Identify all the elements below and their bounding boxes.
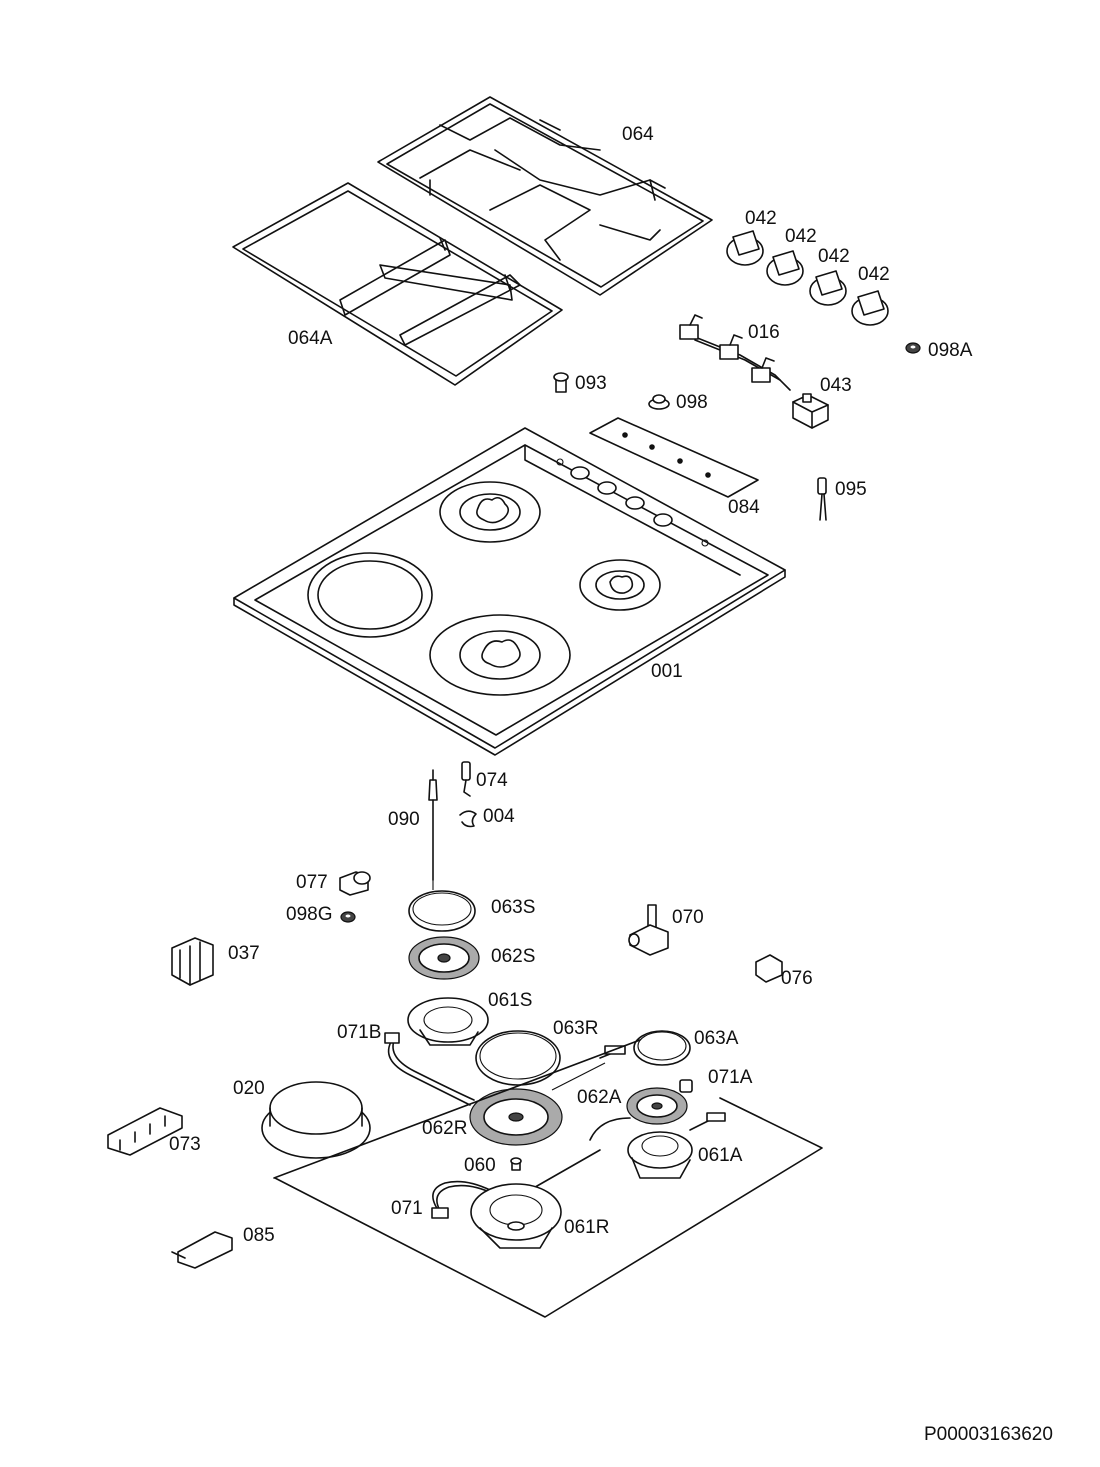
burner-base-061a-drawing bbox=[589, 1112, 726, 1179]
label-073: 073 bbox=[169, 1134, 201, 1155]
label-098g: 098G bbox=[286, 904, 332, 925]
label-071: 071 bbox=[391, 1198, 423, 1219]
label-060: 060 bbox=[464, 1155, 496, 1176]
label-042-4: 042 bbox=[858, 264, 890, 285]
label-042-2: 042 bbox=[785, 226, 817, 247]
label-077: 077 bbox=[296, 872, 328, 893]
hob-top-001-drawing bbox=[233, 427, 786, 756]
ignition-switch-016-drawing bbox=[679, 314, 791, 391]
label-063s: 063S bbox=[491, 897, 535, 918]
label-063a: 063A bbox=[694, 1028, 739, 1049]
label-071b: 071B bbox=[337, 1022, 381, 1043]
part-074-drawing bbox=[461, 761, 471, 797]
label-093: 093 bbox=[575, 373, 607, 394]
clip-004-drawing bbox=[459, 810, 477, 828]
burner-base-061s-drawing bbox=[407, 997, 489, 1046]
label-095: 095 bbox=[835, 479, 867, 500]
burner-base-061r-drawing bbox=[470, 1183, 562, 1249]
pan-support-064-drawing bbox=[377, 96, 713, 296]
control-knobs-drawing bbox=[726, 230, 889, 326]
part-073-drawing bbox=[107, 1107, 183, 1156]
part-043-drawing bbox=[792, 393, 829, 429]
label-043: 043 bbox=[820, 375, 852, 396]
washer-098g-drawing bbox=[340, 911, 356, 923]
control-panel-084-drawing bbox=[589, 417, 759, 498]
label-071a: 071A bbox=[708, 1067, 753, 1088]
washer-098a-drawing bbox=[905, 342, 921, 354]
part-085-drawing bbox=[171, 1231, 233, 1269]
label-016: 016 bbox=[748, 322, 780, 343]
label-084: 084 bbox=[728, 497, 760, 518]
gas-valve-070-drawing bbox=[628, 904, 669, 956]
label-061r: 061R bbox=[564, 1217, 609, 1238]
thermocouple-095-drawing bbox=[817, 477, 827, 521]
burner-crown-062s-drawing bbox=[408, 936, 480, 980]
label-004: 004 bbox=[483, 806, 515, 827]
label-062s: 062S bbox=[491, 946, 535, 967]
label-085: 085 bbox=[243, 1225, 275, 1246]
label-098a: 098A bbox=[928, 340, 973, 361]
screw-093-drawing bbox=[553, 372, 569, 393]
cap-063r-drawing bbox=[475, 1030, 561, 1086]
label-020: 020 bbox=[233, 1078, 265, 1099]
tube-071b-drawing bbox=[384, 1032, 475, 1106]
injector-060-drawing bbox=[510, 1157, 522, 1171]
tube-071-drawing bbox=[431, 1149, 601, 1219]
leader-lines bbox=[432, 880, 606, 1091]
part-labels: 064 064A 042 042 042 042 016 098A 093 04… bbox=[169, 124, 1053, 1445]
label-061s: 061S bbox=[488, 990, 532, 1011]
burner-crown-062a-drawing bbox=[626, 1087, 688, 1125]
document-reference: P00003163620 bbox=[924, 1424, 1053, 1445]
label-074: 074 bbox=[476, 770, 508, 791]
label-064a: 064A bbox=[288, 328, 333, 349]
elbow-077-drawing bbox=[339, 871, 371, 896]
label-090: 090 bbox=[388, 809, 420, 830]
label-062r: 062R bbox=[422, 1118, 467, 1139]
label-070: 070 bbox=[672, 907, 704, 928]
label-042-1: 042 bbox=[745, 208, 777, 229]
assembly-plane bbox=[273, 1039, 823, 1318]
label-042-3: 042 bbox=[818, 246, 850, 267]
label-037: 037 bbox=[228, 943, 260, 964]
bracket-076-drawing bbox=[755, 954, 783, 983]
cap-063s-drawing bbox=[408, 890, 476, 932]
label-001: 001 bbox=[651, 661, 683, 682]
label-064: 064 bbox=[622, 124, 654, 145]
spark-plug-090-drawing bbox=[428, 769, 438, 881]
burner-crown-062r-drawing bbox=[469, 1088, 563, 1146]
label-076: 076 bbox=[781, 968, 813, 989]
label-061a: 061A bbox=[698, 1145, 743, 1166]
pan-support-064a-drawing bbox=[232, 182, 563, 386]
burner-cup-020-drawing bbox=[261, 1081, 371, 1159]
part-037-drawing bbox=[171, 937, 214, 986]
label-063r: 063R bbox=[553, 1018, 598, 1039]
label-062a: 062A bbox=[577, 1087, 622, 1108]
part-098-drawing bbox=[648, 394, 670, 410]
cap-063a-drawing bbox=[633, 1030, 691, 1066]
label-098: 098 bbox=[676, 392, 708, 413]
